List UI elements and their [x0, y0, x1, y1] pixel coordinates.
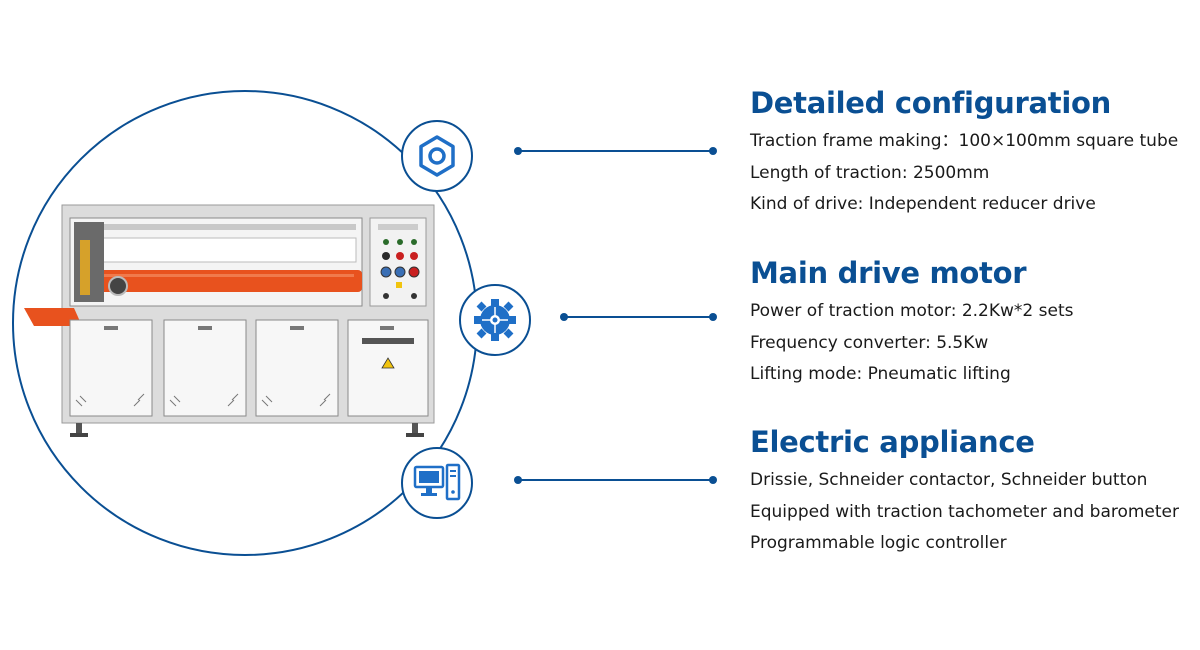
connector-line-electric [514, 476, 717, 484]
spec-line: Lifting mode: Pneumatic lifting [750, 364, 1011, 384]
gear-puzzle-icon [474, 299, 516, 341]
hex-nut-icon [419, 135, 455, 177]
section-title: Detailed configuration [750, 86, 1111, 120]
motor-icon-badge [459, 284, 531, 356]
computer-icon [413, 463, 461, 501]
section-main-drive-motor: Main drive motor Power of traction motor… [750, 256, 1073, 391]
spec-line: Length of traction: 2500mm [750, 162, 990, 183]
section-electric-appliance: Electric appliance Drissie, Schneider co… [750, 425, 1179, 560]
spec-line: Drissie, Schneider contactor, Schneider … [750, 470, 1148, 490]
spec-line: Equipped with traction tachometer and ba… [750, 501, 1180, 522]
config-icon-badge [401, 120, 473, 192]
spec-line: Kind of drive: Independent reducer drive [750, 194, 1096, 214]
section-title: Main drive motor [750, 256, 1027, 290]
spec-line: Programmable logic controller [750, 533, 1007, 553]
haul-off-machine-image [24, 204, 435, 437]
spec-line: Power of traction motor: 2.2Kw*2 sets [750, 301, 1074, 321]
section-title: Electric appliance [750, 425, 1035, 459]
spec-line: Frequency converter: 5.5Kw [750, 332, 989, 353]
spec-line: Traction frame making：100×100mm square t… [750, 131, 1179, 151]
section-detailed-configuration: Detailed configuration Traction frame ma… [750, 86, 1178, 221]
electric-icon-badge [401, 447, 473, 519]
connector-line-motor [560, 313, 717, 321]
connector-line-config [514, 147, 717, 155]
